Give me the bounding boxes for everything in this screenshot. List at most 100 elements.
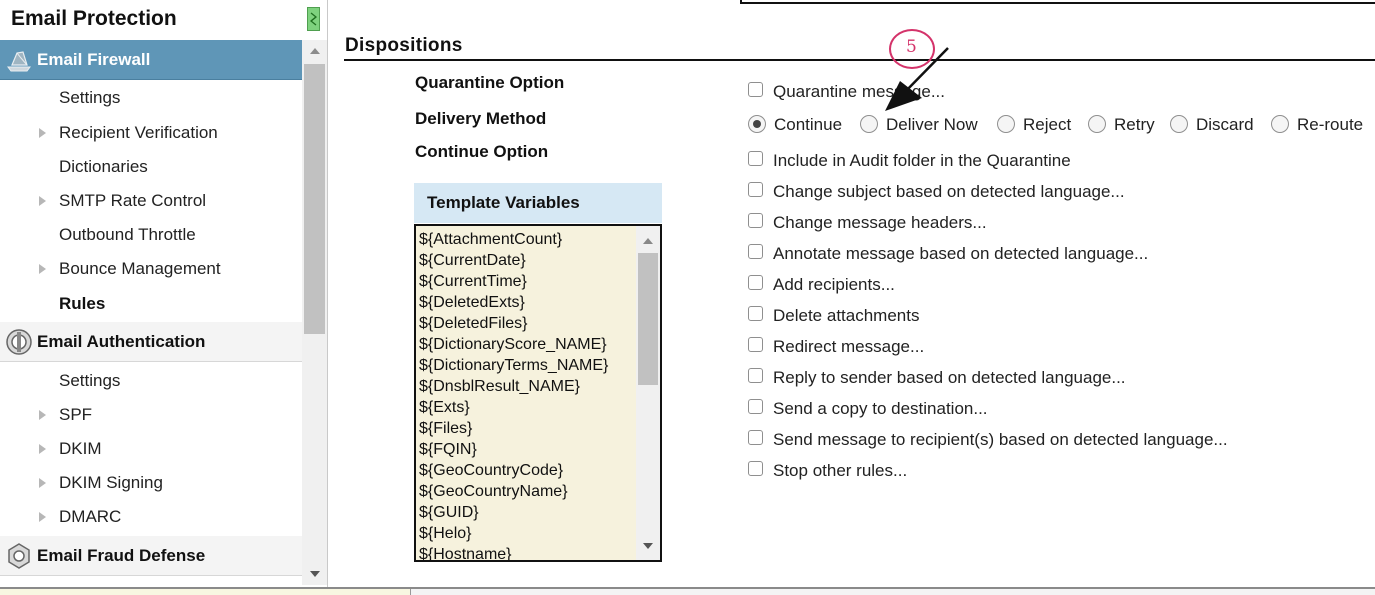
template-variables-scroll-thumb[interactable]	[638, 253, 658, 385]
continue-option-label: Continue Option	[415, 142, 549, 161]
radio-label[interactable]: Deliver Now	[886, 115, 978, 134]
sidebar-item-dkim-signing[interactable]: DKIM Signing	[0, 466, 302, 500]
expand-arrow-icon[interactable]	[39, 444, 46, 454]
step-annotation-number: 5	[906, 37, 917, 57]
option-checkbox[interactable]	[748, 150, 763, 166]
continue-option-send-to-recipients[interactable]: Send message to recipient(s) based on de…	[748, 427, 1228, 449]
option-checkbox[interactable]	[748, 212, 763, 228]
continue-option-change-headers[interactable]: Change message headers...	[748, 210, 987, 232]
sidebar-item-recipient-verification[interactable]: Recipient Verification	[0, 116, 302, 150]
list-item[interactable]: ${DictionaryScore_NAME}	[419, 336, 607, 353]
authentication-icon	[0, 322, 37, 362]
continue-option-delete-attachments[interactable]: Delete attachments	[748, 303, 919, 325]
template-variables-header: Template Variables	[414, 183, 662, 223]
quarantine-message-checkbox[interactable]	[748, 81, 763, 97]
previous-panel-border	[740, 0, 1375, 4]
checkbox-label: Send a copy to destination...	[773, 399, 988, 418]
option-checkbox[interactable]	[748, 243, 763, 259]
option-checkbox[interactable]	[748, 398, 763, 414]
continue-option-redirect[interactable]: Redirect message...	[748, 334, 924, 356]
list-item[interactable]: ${CurrentTime}	[419, 273, 527, 290]
template-variables-items: ${AttachmentCount} ${CurrentDate} ${Curr…	[419, 229, 609, 562]
checkbox-label: Send message to recipient(s) based on de…	[773, 430, 1228, 449]
radio-re-route[interactable]	[1271, 115, 1289, 133]
list-item[interactable]: ${Exts}	[419, 399, 470, 416]
dispositions-title: Dispositions	[345, 35, 463, 56]
list-item[interactable]: ${DeletedFiles}	[419, 315, 528, 332]
sidebar-item-label: SMTP Rate Control	[59, 191, 207, 210]
template-variables-list[interactable]: ${AttachmentCount} ${CurrentDate} ${Curr…	[414, 224, 662, 562]
checkbox-label: Add recipients...	[773, 275, 895, 294]
checkbox-label: Stop other rules...	[773, 461, 908, 480]
sidebar-item-label: Rules	[59, 294, 106, 313]
sidebar-item-rules[interactable]: Rules	[0, 287, 302, 321]
scroll-down-icon[interactable]	[643, 543, 653, 549]
continue-option-reply-to-sender[interactable]: Reply to sender based on detected langua…	[748, 365, 1126, 387]
continue-option-annotate[interactable]: Annotate message based on detected langu…	[748, 241, 1148, 263]
option-checkbox[interactable]	[748, 274, 763, 290]
scroll-down-icon[interactable]	[310, 571, 320, 577]
template-variables-scrollbar[interactable]	[636, 226, 660, 560]
sidebar-scrollbar[interactable]	[302, 40, 327, 585]
radio-label[interactable]: Re-route	[1297, 115, 1364, 134]
scroll-up-icon[interactable]	[643, 238, 653, 244]
sidebar-section-email-fraud-defense[interactable]: Email Fraud Defense	[0, 536, 302, 576]
expand-arrow-icon[interactable]	[39, 512, 46, 522]
sidebar-item-label: DMARC	[59, 507, 122, 526]
continue-option-audit[interactable]: Include in Audit folder in the Quarantin…	[748, 148, 1071, 170]
scroll-up-icon[interactable]	[310, 48, 320, 54]
collapse-sidebar-icon[interactable]	[307, 7, 320, 31]
radio-label[interactable]: Reject	[1023, 115, 1072, 134]
sidebar-item-settings[interactable]: Settings	[0, 81, 302, 115]
continue-option-add-recipients[interactable]: Add recipients...	[748, 272, 895, 294]
radio-reject[interactable]	[997, 115, 1015, 133]
radio-discard[interactable]	[1170, 115, 1188, 133]
sidebar-item-bounce-management[interactable]: Bounce Management	[0, 252, 302, 286]
sidebar-item-label: DKIM Signing	[59, 473, 163, 492]
sidebar-item-smtp-rate-control[interactable]: SMTP Rate Control	[0, 184, 302, 218]
continue-option-change-subject[interactable]: Change subject based on detected languag…	[748, 179, 1125, 201]
sidebar-section-email-firewall[interactable]: Email Firewall	[0, 40, 302, 80]
sidebar-item-dmarc[interactable]: DMARC	[0, 500, 302, 534]
list-item[interactable]: ${DeletedExts}	[419, 294, 525, 311]
expand-arrow-icon[interactable]	[39, 264, 46, 274]
list-item[interactable]: ${Hostname}	[419, 546, 512, 562]
list-item[interactable]: ${Files}	[419, 420, 473, 437]
sidebar-item-dictionaries[interactable]: Dictionaries	[0, 150, 302, 184]
continue-option-stop-rules[interactable]: Stop other rules...	[748, 458, 908, 480]
list-item[interactable]: ${GeoCountryCode}	[419, 462, 564, 479]
annotation-arrow-icon	[885, 47, 949, 111]
radio-label[interactable]: Retry	[1114, 115, 1155, 134]
option-checkbox[interactable]	[748, 181, 763, 197]
list-item[interactable]: ${CurrentDate}	[419, 252, 526, 269]
continue-option-send-copy[interactable]: Send a copy to destination...	[748, 396, 988, 418]
expand-arrow-icon[interactable]	[39, 478, 46, 488]
radio-retry[interactable]	[1088, 115, 1106, 133]
list-item[interactable]: ${FQIN}	[419, 441, 477, 458]
expand-arrow-icon[interactable]	[39, 410, 46, 420]
sidebar-scroll-thumb[interactable]	[304, 64, 325, 334]
sidebar-section-label: Email Firewall	[37, 49, 151, 69]
list-item[interactable]: ${DnsblResult_NAME}	[419, 378, 580, 395]
option-checkbox[interactable]	[748, 429, 763, 445]
radio-continue[interactable]	[748, 115, 766, 133]
list-item[interactable]: ${GeoCountryName}	[419, 483, 568, 500]
sidebar-item-outbound-throttle[interactable]: Outbound Throttle	[0, 218, 302, 252]
option-checkbox[interactable]	[748, 460, 763, 476]
expand-arrow-icon[interactable]	[39, 196, 46, 206]
sidebar-item-spf[interactable]: SPF	[0, 398, 302, 432]
radio-label[interactable]: Continue	[774, 115, 843, 134]
option-checkbox[interactable]	[748, 305, 763, 321]
sidebar-section-email-authentication[interactable]: Email Authentication	[0, 322, 302, 362]
option-checkbox[interactable]	[748, 336, 763, 352]
radio-label[interactable]: Discard	[1196, 115, 1254, 134]
sidebar-item-dkim[interactable]: DKIM	[0, 432, 302, 466]
radio-deliver-now[interactable]	[860, 115, 878, 133]
list-item[interactable]: ${DictionaryTerms_NAME}	[419, 357, 609, 374]
list-item[interactable]: ${AttachmentCount}	[419, 231, 563, 248]
expand-arrow-icon[interactable]	[39, 128, 46, 138]
list-item[interactable]: ${GUID}	[419, 504, 479, 521]
option-checkbox[interactable]	[748, 367, 763, 383]
sidebar-item-auth-settings[interactable]: Settings	[0, 364, 302, 398]
list-item[interactable]: ${Helo}	[419, 525, 472, 542]
